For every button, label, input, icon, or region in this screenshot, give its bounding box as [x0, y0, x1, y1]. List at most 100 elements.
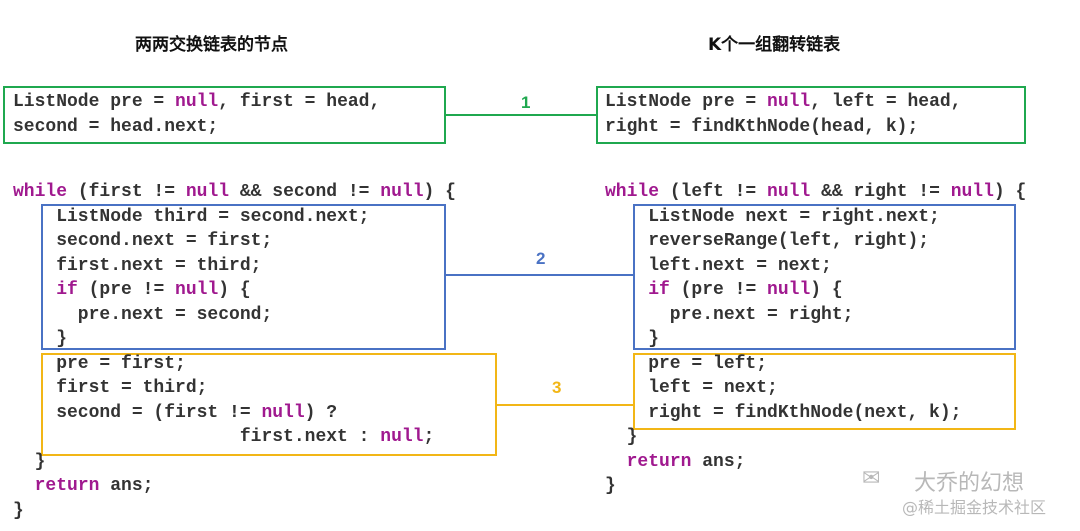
code-text: }	[13, 500, 24, 521]
code-keyword: null	[175, 280, 219, 300]
code-line: while (left != null && right != null) {	[605, 180, 1026, 205]
code-line: left.next = next;	[605, 254, 1026, 279]
left-loop-box-blue	[41, 204, 446, 350]
watermark-author: 大乔的幻想	[914, 471, 1025, 496]
code-line: left = next;	[605, 376, 1026, 401]
code-line: ListNode next = right.next;	[605, 205, 1026, 230]
connector-line-2	[446, 274, 633, 276]
connector-label-2: 2	[536, 249, 546, 268]
right-loop-code: while (left != null && right != null) { …	[605, 180, 1026, 499]
code-text: }	[605, 427, 638, 447]
code-text: , first = head,	[218, 92, 381, 112]
code-text: right = findKthNode(head, k);	[605, 116, 919, 137]
code-line: }	[13, 327, 456, 352]
code-line: }	[605, 327, 1026, 352]
code-text: (first !=	[67, 182, 186, 202]
code-line: pre.next = right;	[605, 303, 1026, 328]
code-text: reverseRange(left, right);	[605, 231, 930, 251]
code-text: pre.next = right;	[605, 304, 854, 325]
left-loop-code: while (first != null && second != null) …	[13, 180, 456, 523]
code-text: ListNode pre =	[605, 92, 768, 112]
code-line: pre = first;	[13, 352, 456, 377]
code-text: pre = left;	[605, 353, 768, 374]
code-keyword: null	[380, 427, 424, 447]
code-keyword: null	[767, 92, 811, 112]
left-update-box-yellow	[41, 353, 497, 456]
code-line: }	[605, 474, 1026, 499]
code-line: if (pre != null) {	[13, 278, 456, 303]
left-init-code: ListNode pre = null, first = head,second…	[13, 90, 380, 139]
watermark-site: @稀土掘金技术社区	[902, 498, 1047, 517]
code-text: pre = first;	[13, 353, 186, 374]
code-text: ) ?	[304, 402, 338, 423]
code-text: second = (first !=	[13, 402, 262, 423]
code-line: }	[13, 499, 456, 524]
code-line: }	[13, 450, 456, 475]
code-line: ListNode third = second.next;	[13, 205, 456, 230]
code-text	[13, 476, 35, 496]
code-text: first = third;	[13, 378, 208, 398]
code-text: left = next;	[605, 378, 778, 398]
code-keyword: while	[605, 182, 660, 202]
code-keyword: if	[56, 280, 78, 300]
code-text: ans;	[99, 476, 154, 496]
code-text: pre.next = second;	[13, 304, 273, 325]
code-line: second = head.next;	[13, 115, 380, 140]
code-text: }	[13, 329, 68, 349]
code-text: ) {	[218, 280, 251, 300]
code-text: first.next = third;	[13, 255, 262, 276]
code-text: }	[13, 451, 46, 472]
connector-label-3: 3	[552, 378, 562, 397]
code-text: first.next :	[13, 427, 381, 447]
right-init-code: ListNode pre = null, left = head,right =…	[605, 90, 961, 139]
code-text: ans;	[691, 451, 746, 472]
code-line: ListNode pre = null, first = head,	[13, 90, 380, 115]
code-text	[605, 452, 627, 472]
code-text: (pre !=	[669, 280, 768, 300]
code-keyword: null	[380, 182, 424, 202]
code-line: pre.next = second;	[13, 303, 456, 328]
connector-line-3	[497, 404, 633, 406]
code-line: return ans;	[13, 474, 456, 499]
code-keyword: while	[13, 182, 68, 202]
code-line: right = findKthNode(head, k);	[605, 115, 961, 140]
code-text: ListNode pre =	[13, 92, 176, 112]
code-text: (left !=	[659, 182, 768, 202]
code-keyword: if	[648, 280, 670, 300]
code-keyword: null	[767, 280, 811, 300]
code-text: , left = head,	[810, 92, 962, 112]
code-line: ListNode pre = null, left = head,	[605, 90, 961, 115]
code-keyword: return	[34, 476, 100, 496]
code-text: left.next = next;	[605, 255, 832, 276]
code-text: ListNode third = second.next;	[13, 206, 370, 227]
code-text: ) {	[423, 182, 456, 202]
code-text: second.next = first;	[13, 231, 273, 251]
code-line: }	[605, 425, 1026, 450]
code-line: second = (first != null) ?	[13, 401, 456, 426]
code-keyword: null	[767, 182, 811, 202]
code-text: ListNode next = right.next;	[605, 206, 940, 227]
code-text: && right !=	[810, 182, 951, 202]
code-text: second = head.next;	[13, 116, 219, 137]
code-keyword: null	[185, 182, 230, 202]
left-init-box-green	[3, 86, 446, 144]
right-title: K个一组翻转链表	[708, 35, 841, 55]
code-text: && second !=	[229, 182, 381, 202]
code-text: ) {	[993, 182, 1027, 202]
code-line: first.next : null;	[13, 425, 456, 450]
code-line: first.next = third;	[13, 254, 456, 279]
code-text: ;	[423, 427, 435, 447]
watermark-wechat-icon: ✉	[862, 466, 881, 491]
code-text	[13, 280, 56, 300]
code-keyword: return	[626, 451, 692, 472]
code-line: return ans;	[605, 450, 1026, 475]
code-text: ) {	[810, 280, 843, 300]
code-keyword: null	[950, 182, 994, 202]
code-text	[605, 280, 648, 300]
right-init-box-green	[596, 86, 1026, 144]
code-line: first = third;	[13, 376, 456, 401]
code-keyword: null	[175, 92, 219, 112]
code-text: }	[605, 329, 660, 349]
right-update-box-yellow	[633, 353, 1016, 430]
right-loop-box-blue	[633, 204, 1016, 350]
